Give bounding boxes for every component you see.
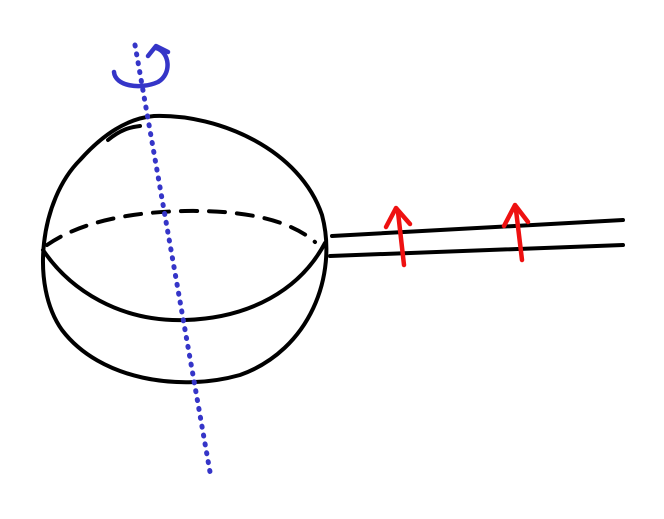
current-arrow-2 bbox=[501, 202, 531, 263]
sphere-outline bbox=[40, 113, 329, 385]
wire-bottom-line bbox=[328, 243, 625, 258]
rotation-arrow-icon bbox=[111, 43, 171, 89]
current-arrow-1 bbox=[383, 205, 413, 268]
rotation-axis-dotted bbox=[132, 42, 213, 475]
equator-front-arc bbox=[41, 241, 327, 323]
sphere-top-stroke bbox=[106, 124, 142, 142]
wire-top-line bbox=[330, 218, 625, 238]
equator-back-arc-dashed bbox=[45, 208, 317, 247]
